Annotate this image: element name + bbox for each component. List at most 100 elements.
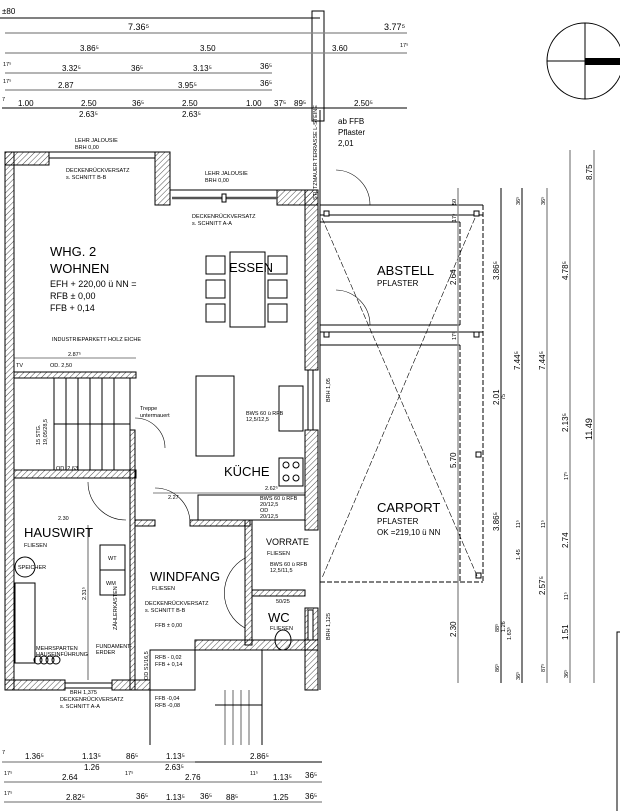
decken-note: DECKENRÜCKVERSATZ [60, 696, 124, 703]
dim-text: 36⁵ [515, 197, 522, 205]
dim-text: 2.87⁵ [68, 351, 81, 358]
dim-text: 36⁵ [136, 792, 148, 801]
dim-text: 3.13⁵ [193, 64, 212, 73]
fundament-label: ERDER [96, 650, 115, 656]
dim-text: 36⁵ [305, 771, 317, 780]
dim-text: 2.74 [561, 532, 570, 548]
dim-text: 1.13⁵ [273, 773, 292, 782]
dim-text: 4.78⁵ [561, 261, 570, 280]
dim-text: 11⁵ [563, 592, 570, 600]
dim-text: 1.36⁵ [25, 752, 44, 761]
decken-note: DECKENRÜCKVERSATZ [66, 167, 130, 174]
carport-structure: STÜTZMAUER TERRASSE L-STEINE [312, 105, 484, 690]
dim-text: 2.64 [62, 773, 78, 782]
room-kueche: KÜCHE [224, 464, 270, 479]
dim-text: 1.13⁵ [166, 752, 185, 761]
pflaster-note: ab FFB [338, 117, 364, 126]
windows [49, 151, 314, 689]
kitchen-island [195, 375, 235, 457]
dim-text: 17⁵ [400, 42, 408, 49]
room-floor: FLIESEN [270, 626, 293, 632]
dim-text: ±80 [2, 7, 16, 16]
dim-text: 89⁵ [294, 99, 306, 108]
dim-text: 36⁵ [563, 670, 570, 678]
decken-note: s. SCHNITT A-A [60, 704, 100, 710]
room-floor: FLIESEN [152, 586, 175, 592]
od-label: OD. 2,63 [56, 466, 78, 472]
stuetzmauer-label: STÜTZMAUER TERRASSE L-STEINE [312, 105, 319, 200]
dim-text: 17⁵ [3, 61, 11, 68]
dim-text: 7.36⁵ [128, 22, 150, 32]
room-wc: WC [268, 610, 290, 625]
dim-text: 2.30 [449, 621, 458, 637]
dim-text: 2.64 [449, 269, 458, 285]
bws-note: 20/12,5 [260, 502, 278, 508]
od-label: OD S1/16,5 [144, 651, 150, 680]
dim-text: 3.95⁵ [178, 81, 197, 90]
vent-note: 50/25 [276, 599, 290, 605]
dim-text: 2.50 [81, 99, 97, 108]
entrance-steps [149, 649, 263, 745]
decken-note: DECKENRÜCKVERSATZ [192, 213, 256, 220]
bws-note: 12,5/12,5 [246, 417, 269, 423]
room-hauswirt: HAUSWIRT [24, 525, 93, 540]
level-note: RFB -0,08 [155, 703, 180, 709]
hauswirt-fixtures: SPEICHER WT WM MEHRSPARTEN HAUSEINFÜHRUN… [14, 525, 132, 680]
pflaster-note: Pflaster [338, 128, 365, 137]
jalousie-note: LEHR JALOUSIE [75, 138, 118, 144]
dim-text: 88⁵ [226, 793, 238, 802]
annotations: LEHR JALOUSIE BRH 0,00 DECKENRÜCKVERSATZ… [58, 117, 365, 710]
room-carport: CARPORT [377, 500, 440, 515]
dim-text: 17⁵ [3, 78, 11, 85]
speicher-label: SPEICHER [18, 565, 46, 571]
room-title: WOHNEN [50, 261, 109, 276]
dim-text: 87⁵ [540, 664, 547, 672]
bws-note: BWS 60 ü RFB [260, 496, 298, 502]
dim-text: 17⁵ [451, 214, 458, 222]
jalousie-note: LEHR JALOUSIE [205, 171, 248, 177]
treppe-label: Treppe [140, 406, 157, 412]
dim-text: 2.86⁵ [250, 752, 269, 761]
pflaster-note: 2,01 [338, 139, 354, 148]
dim-text: 2.01 [492, 389, 501, 405]
dim-text: 36⁵ [305, 792, 317, 801]
dim-text: 50 [452, 199, 458, 205]
dim-text: 8.75 [585, 164, 594, 180]
room-wohnen: WHG. 2 WOHNEN EFH + 220,00 ü NN = RFB ± … [50, 244, 141, 343]
dim-text: 86⁵ [126, 752, 138, 761]
dim-text: 36⁵ [260, 79, 272, 88]
staircase: 15 STG. 19,05/28,5 TV OD. 2,50 OD. 2,63 … [13, 351, 170, 472]
dim-text: 17⁵ [4, 790, 12, 797]
dim-text: 5.70 [449, 452, 458, 468]
bws-note: BWS 60 ü RFB [270, 562, 308, 568]
room-title: WHG. 2 [50, 244, 96, 259]
doors [87, 169, 371, 629]
dim-text: 2.82⁵ [66, 793, 85, 802]
dim-text: 1.26 [84, 763, 100, 772]
right-dimension-lines [457, 150, 620, 811]
level-note: RFB - 0,02 [155, 655, 182, 661]
dim-text: 1.00 [246, 99, 262, 108]
room-level: RFB ± 0,00 [50, 291, 95, 301]
jalousie-note: BRH 0,00 [75, 145, 99, 151]
dim-text: 17⁵ [125, 770, 133, 777]
dim-text: 2.62⁵ [265, 485, 278, 492]
dim-text: 2.50⁵ [354, 99, 373, 108]
dim-text: 17⁵ [563, 472, 570, 480]
dim-text: 36⁵ [132, 99, 144, 108]
top-dimension-lines: ±80 7.36⁵ 3.77⁵ 3.86⁵ 3.50 3.60 17⁵ 17⁵ … [0, 7, 408, 122]
dim-text: 36⁵ [131, 64, 143, 73]
stair-label: 19,05/28,5 [43, 419, 49, 445]
dim-text: 11.49 [584, 418, 594, 440]
dim-text: 36⁵ [260, 62, 272, 71]
dim-text: 3.50 [200, 44, 216, 53]
dim-text: 2.63⁵ [182, 110, 201, 119]
mehrsparten-label: MEHRSPARTEN [36, 646, 78, 652]
dim-text: 3.32⁵ [62, 64, 81, 73]
dim-text: 1.26 [501, 621, 507, 632]
bws-note: OD [260, 508, 268, 514]
dim-text: 1.13⁵ [82, 752, 101, 761]
dim-text: 2.30 [58, 516, 69, 522]
dim-text: 1.13⁵ [166, 793, 185, 802]
decken-note: s. SCHNITT B-B [145, 608, 186, 614]
